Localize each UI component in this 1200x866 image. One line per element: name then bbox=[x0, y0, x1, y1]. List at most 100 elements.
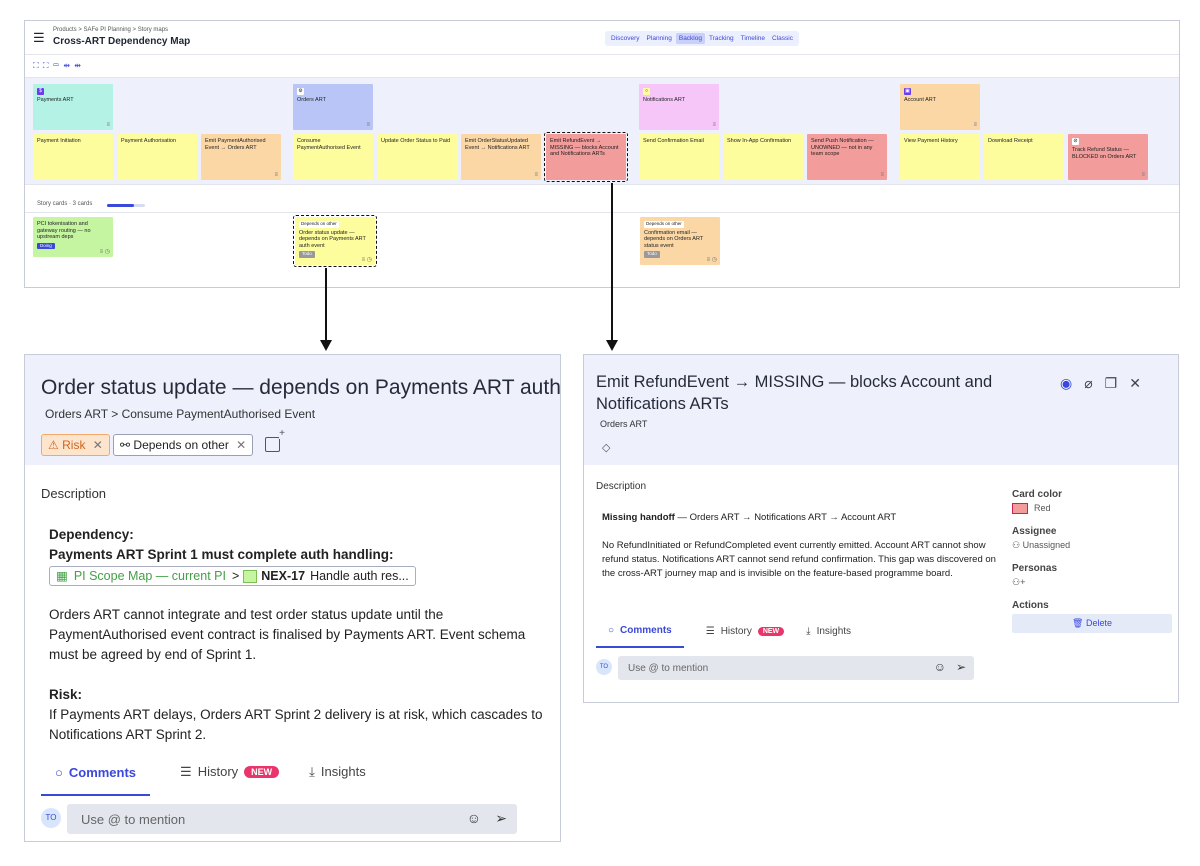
view-backlog[interactable]: Backlog bbox=[675, 33, 705, 44]
menu-icon[interactable]: ≡ bbox=[1141, 171, 1145, 178]
eye-icon[interactable]: ◉ bbox=[1060, 375, 1073, 391]
close-icon[interactable]: ✕ bbox=[1129, 375, 1141, 391]
description-body[interactable]: Dependency: Payments ART Sprint 1 must c… bbox=[49, 525, 549, 745]
view-discovery[interactable]: Discovery bbox=[611, 35, 640, 42]
view-classic[interactable]: Classic bbox=[772, 35, 793, 42]
description-body[interactable]: Missing handoff — Orders ART → Notificat… bbox=[602, 511, 1002, 581]
dependency-subheading: Payments ART Sprint 1 must complete auth… bbox=[49, 547, 394, 562]
grid-icon: ▦ bbox=[56, 569, 68, 583]
card-title[interactable]: Emit RefundEvent → MISSING — blocks Acco… bbox=[596, 373, 993, 413]
delete-button[interactable]: 🗑 Delete bbox=[1012, 614, 1172, 634]
split-icon[interactable]: ⇹ bbox=[63, 61, 72, 70]
art-card-notifications[interactable]: ○ Notifications ART ≡ bbox=[639, 84, 719, 130]
menu-icon[interactable]: ≡ bbox=[274, 171, 278, 178]
activity-card[interactable]: Payment Authorisation bbox=[117, 134, 197, 180]
linked-item[interactable]: ▦ PI Scope Map — current PI > NEX-17 Han… bbox=[49, 566, 416, 586]
breadcrumb[interactable]: Products > SAFe PI Planning > Story maps bbox=[53, 27, 169, 33]
activity-card[interactable]: Payment Initiation bbox=[33, 134, 113, 180]
activity-card[interactable]: Send Push Notification — UNOWNED — not i… bbox=[807, 134, 887, 180]
menu-icon[interactable]: ☰ bbox=[33, 30, 45, 45]
zoom-toolbar: ⛶ ⛶ ▭ ⇹ ⇹ bbox=[33, 61, 82, 71]
menu-icon[interactable]: ≡ bbox=[534, 171, 538, 178]
status-badge: Doing bbox=[37, 242, 55, 249]
risk-chip[interactable]: ⚠ Risk ✕ bbox=[41, 434, 110, 456]
paperclip-icon[interactable]: ⌀ bbox=[1084, 375, 1093, 391]
menu-icon[interactable]: ≡ bbox=[712, 121, 716, 128]
story-map-board: ☰ Products > SAFe PI Planning > Story ma… bbox=[24, 20, 1180, 288]
tab-comments[interactable]: ○Comments bbox=[596, 625, 684, 648]
emoji-icon[interactable]: ☺ bbox=[466, 810, 481, 826]
dependency-heading: Dependency: bbox=[49, 527, 134, 542]
view-tracking[interactable]: Tracking bbox=[708, 35, 734, 42]
description-paragraph: No RefundInitiated or RefundCompleted ev… bbox=[602, 540, 996, 579]
menu-icon[interactable]: ≡ bbox=[106, 121, 110, 128]
add-persona-icon[interactable]: ⚇+ bbox=[1012, 577, 1026, 588]
activity-card[interactable]: Send Confirmation Email bbox=[639, 134, 719, 180]
tab-insights[interactable]: ⤓Insights bbox=[309, 763, 366, 780]
send-icon[interactable]: ➢ bbox=[955, 660, 966, 674]
fit-icon[interactable]: ▭ bbox=[52, 61, 61, 70]
board-header: ☰ Products > SAFe PI Planning > Story ma… bbox=[25, 21, 1179, 55]
merge-icon[interactable]: ⇹ bbox=[74, 61, 82, 70]
emoji-icon[interactable]: ☺ bbox=[933, 660, 946, 674]
remove-icon[interactable]: ✕ bbox=[92, 438, 103, 452]
status-badge: Todo bbox=[644, 251, 660, 258]
art-card-payments[interactable]: $ Payments ART ≡ bbox=[33, 84, 113, 130]
tab-history[interactable]: ☰History NEW bbox=[180, 764, 280, 794]
assignee-value[interactable]: ⚇ Unassigned bbox=[1012, 540, 1071, 551]
menu-icon[interactable]: ≡ bbox=[880, 171, 884, 178]
board-title: Cross-ART Dependency Map bbox=[53, 36, 191, 47]
card-color-value[interactable]: Red bbox=[1012, 503, 1172, 515]
activity-card[interactable]: Show In-App Confirmation bbox=[723, 134, 803, 180]
breadcrumb[interactable]: Orders ART > Consume PaymentAuthorised E… bbox=[45, 407, 316, 421]
tab-comments[interactable]: ○Comments bbox=[41, 761, 151, 796]
card-sidebar: Card color Red Assignee ⚇ Unassigned Per… bbox=[1012, 489, 1172, 634]
view-timeline[interactable]: Timeline bbox=[740, 35, 765, 42]
story-card[interactable]: PCI tokenisation and gateway routing — n… bbox=[33, 217, 113, 257]
menu-icon[interactable]: ≡ ◷ bbox=[361, 256, 372, 263]
panel-actions: ◉ ⌀ ❐ ✕ bbox=[1060, 375, 1141, 392]
remove-icon[interactable]: ✕ bbox=[236, 438, 247, 452]
new-badge: NEW bbox=[757, 627, 785, 636]
mention-input[interactable]: Use @ to mention ☺ ➢ bbox=[618, 656, 974, 680]
activity-card[interactable]: Consume PaymentAuthorised Event bbox=[293, 134, 373, 180]
activity-card[interactable]: Emit OrderStatusUpdated Event → Notifica… bbox=[461, 134, 541, 180]
activity-card[interactable]: Download Receipt bbox=[984, 134, 1064, 180]
depends-chip[interactable]: ⚯ Depends on other ✕ bbox=[113, 434, 254, 456]
art-card-orders[interactable]: ⚙ Orders ART ≡ bbox=[293, 84, 373, 130]
activity-card[interactable]: View Payment History bbox=[900, 134, 980, 180]
activity-card[interactable]: Emit PaymentAuthorised Event → Orders AR… bbox=[201, 134, 281, 180]
art-label: Account ART bbox=[904, 97, 936, 103]
menu-icon[interactable]: ≡ bbox=[366, 121, 370, 128]
art-label: Payments ART bbox=[37, 97, 74, 103]
activity-card[interactable]: Update Order Status to Paid bbox=[377, 134, 457, 180]
send-icon[interactable]: ➢ bbox=[495, 810, 507, 826]
depends-on-tag: Depends on other bbox=[299, 221, 339, 228]
art-card-account[interactable]: ▣ Account ART ≡ bbox=[900, 84, 980, 130]
menu-icon[interactable]: ≡ bbox=[973, 121, 977, 128]
menu-icon[interactable]: ≡ ◷ bbox=[706, 256, 717, 263]
tab-history[interactable]: ☰History NEW bbox=[706, 626, 785, 647]
avatar: TO bbox=[596, 659, 612, 675]
art-label: Orders ART bbox=[297, 97, 326, 103]
collapse-icon[interactable]: ⛶ bbox=[42, 61, 50, 70]
card-color-label: Card color bbox=[1012, 489, 1063, 500]
tab-insights[interactable]: ⤓Insights bbox=[806, 626, 852, 637]
story-card[interactable]: Depends on other Confirmation email — de… bbox=[640, 217, 720, 265]
tag-icon[interactable]: ◇ bbox=[602, 442, 611, 454]
card-text: PCI tokenisation and gateway routing — n… bbox=[37, 221, 91, 240]
menu-icon[interactable]: ≡ ◷ bbox=[99, 248, 110, 255]
warning-icon: ⚠ bbox=[48, 438, 59, 452]
arrowhead bbox=[320, 340, 332, 351]
expand-icon[interactable]: ⛶ bbox=[33, 61, 40, 70]
add-tag-icon[interactable] bbox=[265, 429, 285, 452]
story-cards-divider bbox=[25, 185, 1179, 213]
card-title[interactable]: Order status update — depends on Payment… bbox=[41, 376, 561, 399]
story-card-highlighted[interactable]: Depends on other Order status update — d… bbox=[293, 215, 377, 267]
mention-input[interactable]: Use @ to mention ☺ ➢ bbox=[67, 804, 517, 834]
activity-card-highlighted[interactable]: Emit RefundEvent → MISSING — blocks Acco… bbox=[544, 132, 628, 182]
card-text: Emit RefundEvent → MISSING — blocks Acco… bbox=[550, 138, 619, 157]
view-planning[interactable]: Planning bbox=[646, 35, 672, 42]
activity-card[interactable]: ⊘ Track Refund Status — BLOCKED on Order… bbox=[1068, 134, 1148, 180]
copy-icon[interactable]: ❐ bbox=[1104, 375, 1118, 391]
